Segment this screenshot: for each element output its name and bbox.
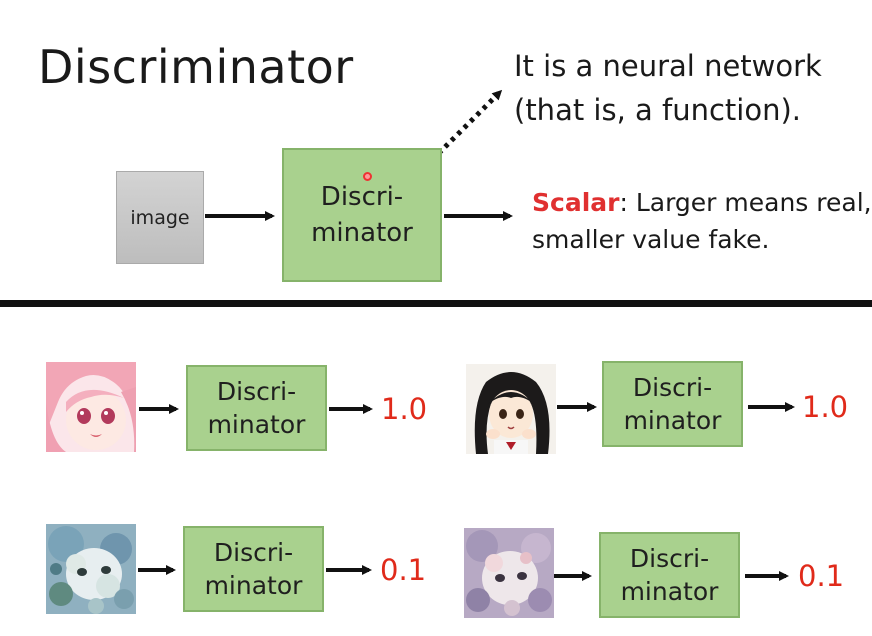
anime-pink-hair-image — [46, 362, 136, 452]
scalar-description: Scalar: Larger means real, smaller value… — [532, 184, 872, 258]
input-image-box: image — [116, 171, 204, 264]
discriminator-box-ex2: Discri- minator — [602, 361, 743, 447]
score-ex4: 0.1 — [798, 559, 845, 593]
discriminator-box-ex1: Discri- minator — [186, 365, 327, 451]
discriminator-box-ex3: Discri- minator — [183, 526, 324, 612]
score-ex1: 1.0 — [381, 392, 428, 426]
laser-pointer-dot — [363, 172, 372, 181]
network-note-line1: It is a neural network — [514, 49, 822, 83]
generated-image-2 — [464, 528, 554, 618]
ex1-label-line2: minator — [207, 410, 306, 439]
scalar-text-line1: : Larger means real, — [619, 188, 872, 217]
score-ex3: 0.1 — [380, 553, 427, 587]
discriminator-box-ex4: Discri- minator — [599, 532, 740, 618]
score-ex2: 1.0 — [802, 390, 849, 424]
ex2-label-line1: Discri- — [632, 373, 713, 402]
ex3-label-line2: minator — [204, 571, 303, 600]
slide-title: Discriminator — [38, 40, 354, 94]
ex2-label-line2: minator — [623, 406, 722, 435]
network-note: It is a neural network (that is, a funct… — [514, 44, 822, 132]
ex4-label-line1: Discri- — [629, 544, 710, 573]
discriminator-label-line2: minator — [311, 218, 413, 248]
scalar-text-line2: smaller value fake. — [532, 225, 770, 254]
ex1-label-line1: Discri- — [216, 377, 297, 406]
discriminator-box: Discri- minator — [282, 148, 442, 282]
anime-black-hair-image — [466, 364, 556, 454]
scalar-keyword: Scalar — [532, 188, 620, 217]
network-note-line2: (that is, a function). — [514, 93, 802, 127]
discriminator-label-line1: Discri- — [320, 182, 404, 212]
generated-image-1 — [46, 524, 136, 614]
ex3-label-line1: Discri- — [213, 538, 294, 567]
section-divider — [0, 300, 872, 307]
ex4-label-line2: minator — [620, 577, 719, 606]
